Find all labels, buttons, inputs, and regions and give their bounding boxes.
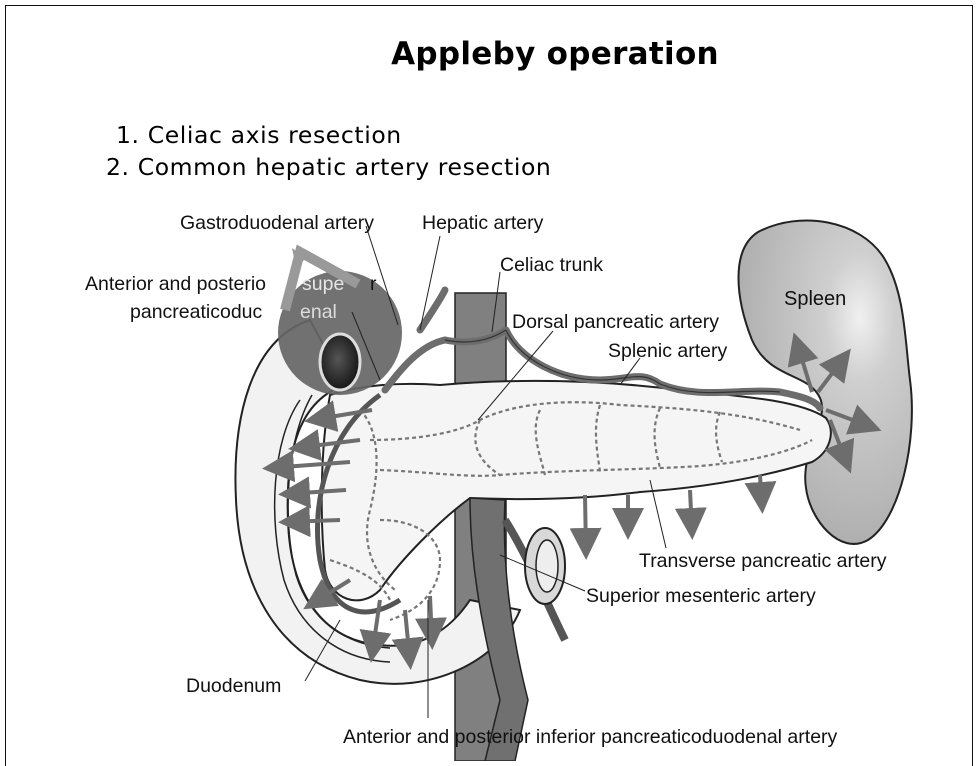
label-ant-post-superior-1: Anterior and posterio <box>85 273 266 295</box>
label-gastroduodenal-artery: Gastroduodenal artery <box>180 212 374 234</box>
label-inferior-pancreaticoduodenal-artery: Anterior and posterior inferior pancreat… <box>343 726 837 748</box>
label-duodenum: Duodenum <box>186 675 281 697</box>
label-ant-post-superior-1b: supe <box>302 273 344 295</box>
label-dorsal-pancreatic-artery: Dorsal pancreatic artery <box>512 311 719 333</box>
label-transverse-pancreatic-artery: Transverse pancreatic artery <box>639 550 886 572</box>
label-ant-post-superior-1c: r <box>370 273 377 295</box>
label-celiac-trunk: Celiac trunk <box>500 254 603 276</box>
label-ant-post-superior-2b: enal <box>300 301 337 323</box>
label-splenic-artery: Splenic artery <box>608 340 727 362</box>
label-spleen: Spleen <box>784 288 846 310</box>
label-hepatic-artery: Hepatic artery <box>422 212 543 234</box>
label-superior-mesenteric-artery: Superior mesenteric artery <box>586 585 816 607</box>
label-ant-post-superior-2: pancreaticoduc <box>130 301 262 323</box>
